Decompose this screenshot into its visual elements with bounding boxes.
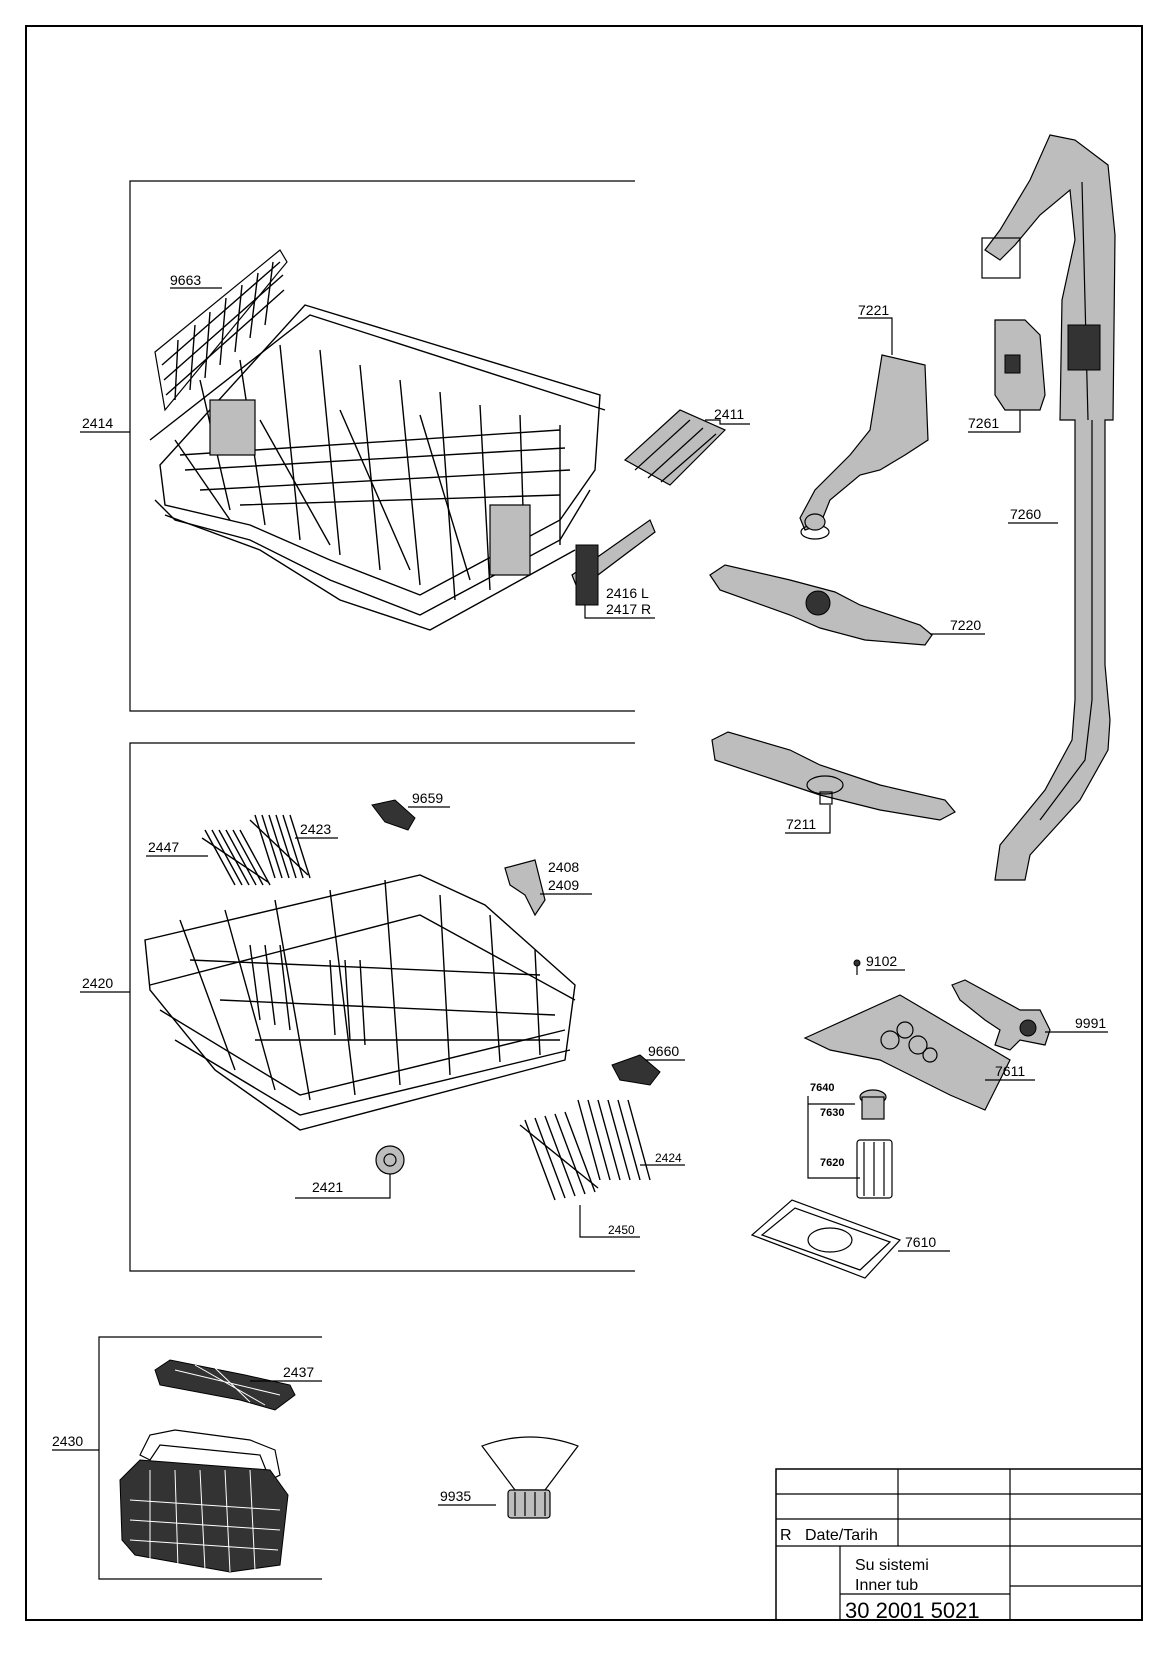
label-2417: 2417 R	[606, 601, 651, 617]
label-7611: 7611	[995, 1063, 1025, 1079]
part-2408-2409-latch: 2408 2409	[504, 859, 592, 917]
title-block: R Date/Tarih Su sistemi Inner tub 30 200…	[775, 1468, 1143, 1623]
title-block-part-number: 30 2001 5021	[845, 1598, 980, 1623]
part-2411-clip-strip: 2411	[623, 406, 750, 486]
label-7640: 7640	[810, 1082, 834, 1094]
label-2447: 2447	[148, 839, 179, 855]
label-7211: 7211	[786, 816, 816, 832]
upper-basket-group: 9663 2414 2411 2416 L	[80, 180, 750, 712]
label-2437: 2437	[283, 1364, 314, 1380]
label-2421: 2421	[312, 1179, 343, 1195]
part-2423-tine-row: 2423	[249, 814, 338, 879]
part-7610-flat-filter: 7610	[750, 1199, 950, 1279]
label-7261: 7261	[968, 415, 999, 431]
title-block-name-en: Inner tub	[855, 1577, 918, 1594]
label-2420: 2420	[82, 975, 113, 991]
part-2430-cutlery-basket: 2430	[52, 1429, 289, 1573]
spray-system-group: 7221 7261 7260 7220	[709, 134, 1116, 881]
cutlery-basket-bracket	[98, 1336, 322, 1580]
part-7260-supply-pipe: 7260	[981, 134, 1116, 881]
part-7220-upper-spray-arm: 7220	[709, 564, 985, 646]
label-9663: 9663	[170, 272, 201, 288]
part-2447-tine-row: 2447	[146, 829, 271, 886]
part-2437-basket-lid: 2437	[154, 1359, 322, 1411]
part-7221-spray-arm-supply: 7221	[799, 302, 929, 540]
drawing-frame	[25, 25, 1143, 1621]
label-2411: 2411	[714, 406, 744, 422]
part-2420-lower-basket: 2420	[80, 874, 576, 1131]
label-9935: 9935	[440, 1488, 471, 1504]
label-9991: 9991	[1075, 1015, 1106, 1031]
label-2414: 2414	[82, 415, 113, 431]
part-9660-clip: 9660	[611, 1043, 685, 1086]
label-2450: 2450	[608, 1223, 635, 1237]
title-block-date-label: Date/Tarih	[805, 1527, 878, 1544]
upper-basket-bracket	[129, 180, 635, 712]
label-2424: 2424	[655, 1151, 682, 1165]
part-2414-upper-basket: 2414	[80, 304, 606, 631]
cutlery-basket-group: 2437 2430	[52, 1336, 322, 1580]
label-7221: 7221	[858, 302, 889, 318]
part-2416-2417-basket-rail: 2416 L 2417 R	[571, 519, 656, 619]
lower-basket-bracket	[129, 742, 635, 1272]
label-2409: 2409	[548, 877, 579, 893]
part-7640-7630-7620-filter: 7640 7630 7620	[807, 1082, 893, 1199]
label-7220: 7220	[950, 617, 981, 633]
label-2430: 2430	[52, 1433, 83, 1449]
label-9660: 9660	[648, 1043, 679, 1059]
part-9935-funnel: 9935	[438, 1436, 579, 1519]
title-block-revision: R	[780, 1527, 792, 1544]
label-7610: 7610	[905, 1234, 936, 1250]
part-9102-screw: 9102	[853, 953, 905, 975]
title-block-name-tr: Su sistemi	[855, 1557, 929, 1574]
label-2408: 2408	[548, 859, 579, 875]
label-2423: 2423	[300, 821, 331, 837]
label-9659: 9659	[412, 790, 443, 806]
part-9659-clip: 9659	[371, 790, 450, 831]
lower-basket-group: 9659 2423 2447 2408 2409	[80, 742, 685, 1272]
part-7211-lower-spray-arm: 7211	[711, 731, 956, 834]
part-2450-tine-row: 2450	[519, 1111, 640, 1238]
part-7261-connector: 7261	[968, 319, 1046, 433]
part-2424-tine-row: 2424	[577, 1099, 685, 1181]
label-7620: 7620	[820, 1157, 844, 1169]
part-9991-bracket: 9991	[951, 979, 1108, 1051]
label-9102: 9102	[866, 953, 897, 969]
part-9663-rack-insert: 9663	[154, 249, 288, 412]
label-2416: 2416 L	[606, 585, 649, 601]
part-7611-cover-plate: 7611	[803, 994, 1035, 1111]
label-7260: 7260	[1010, 506, 1041, 522]
label-7630: 7630	[820, 1107, 844, 1119]
part-2421-wheel: 2421	[295, 1145, 405, 1199]
filter-sump-group: 9102 9991 7611 7640 763	[750, 953, 1108, 1279]
